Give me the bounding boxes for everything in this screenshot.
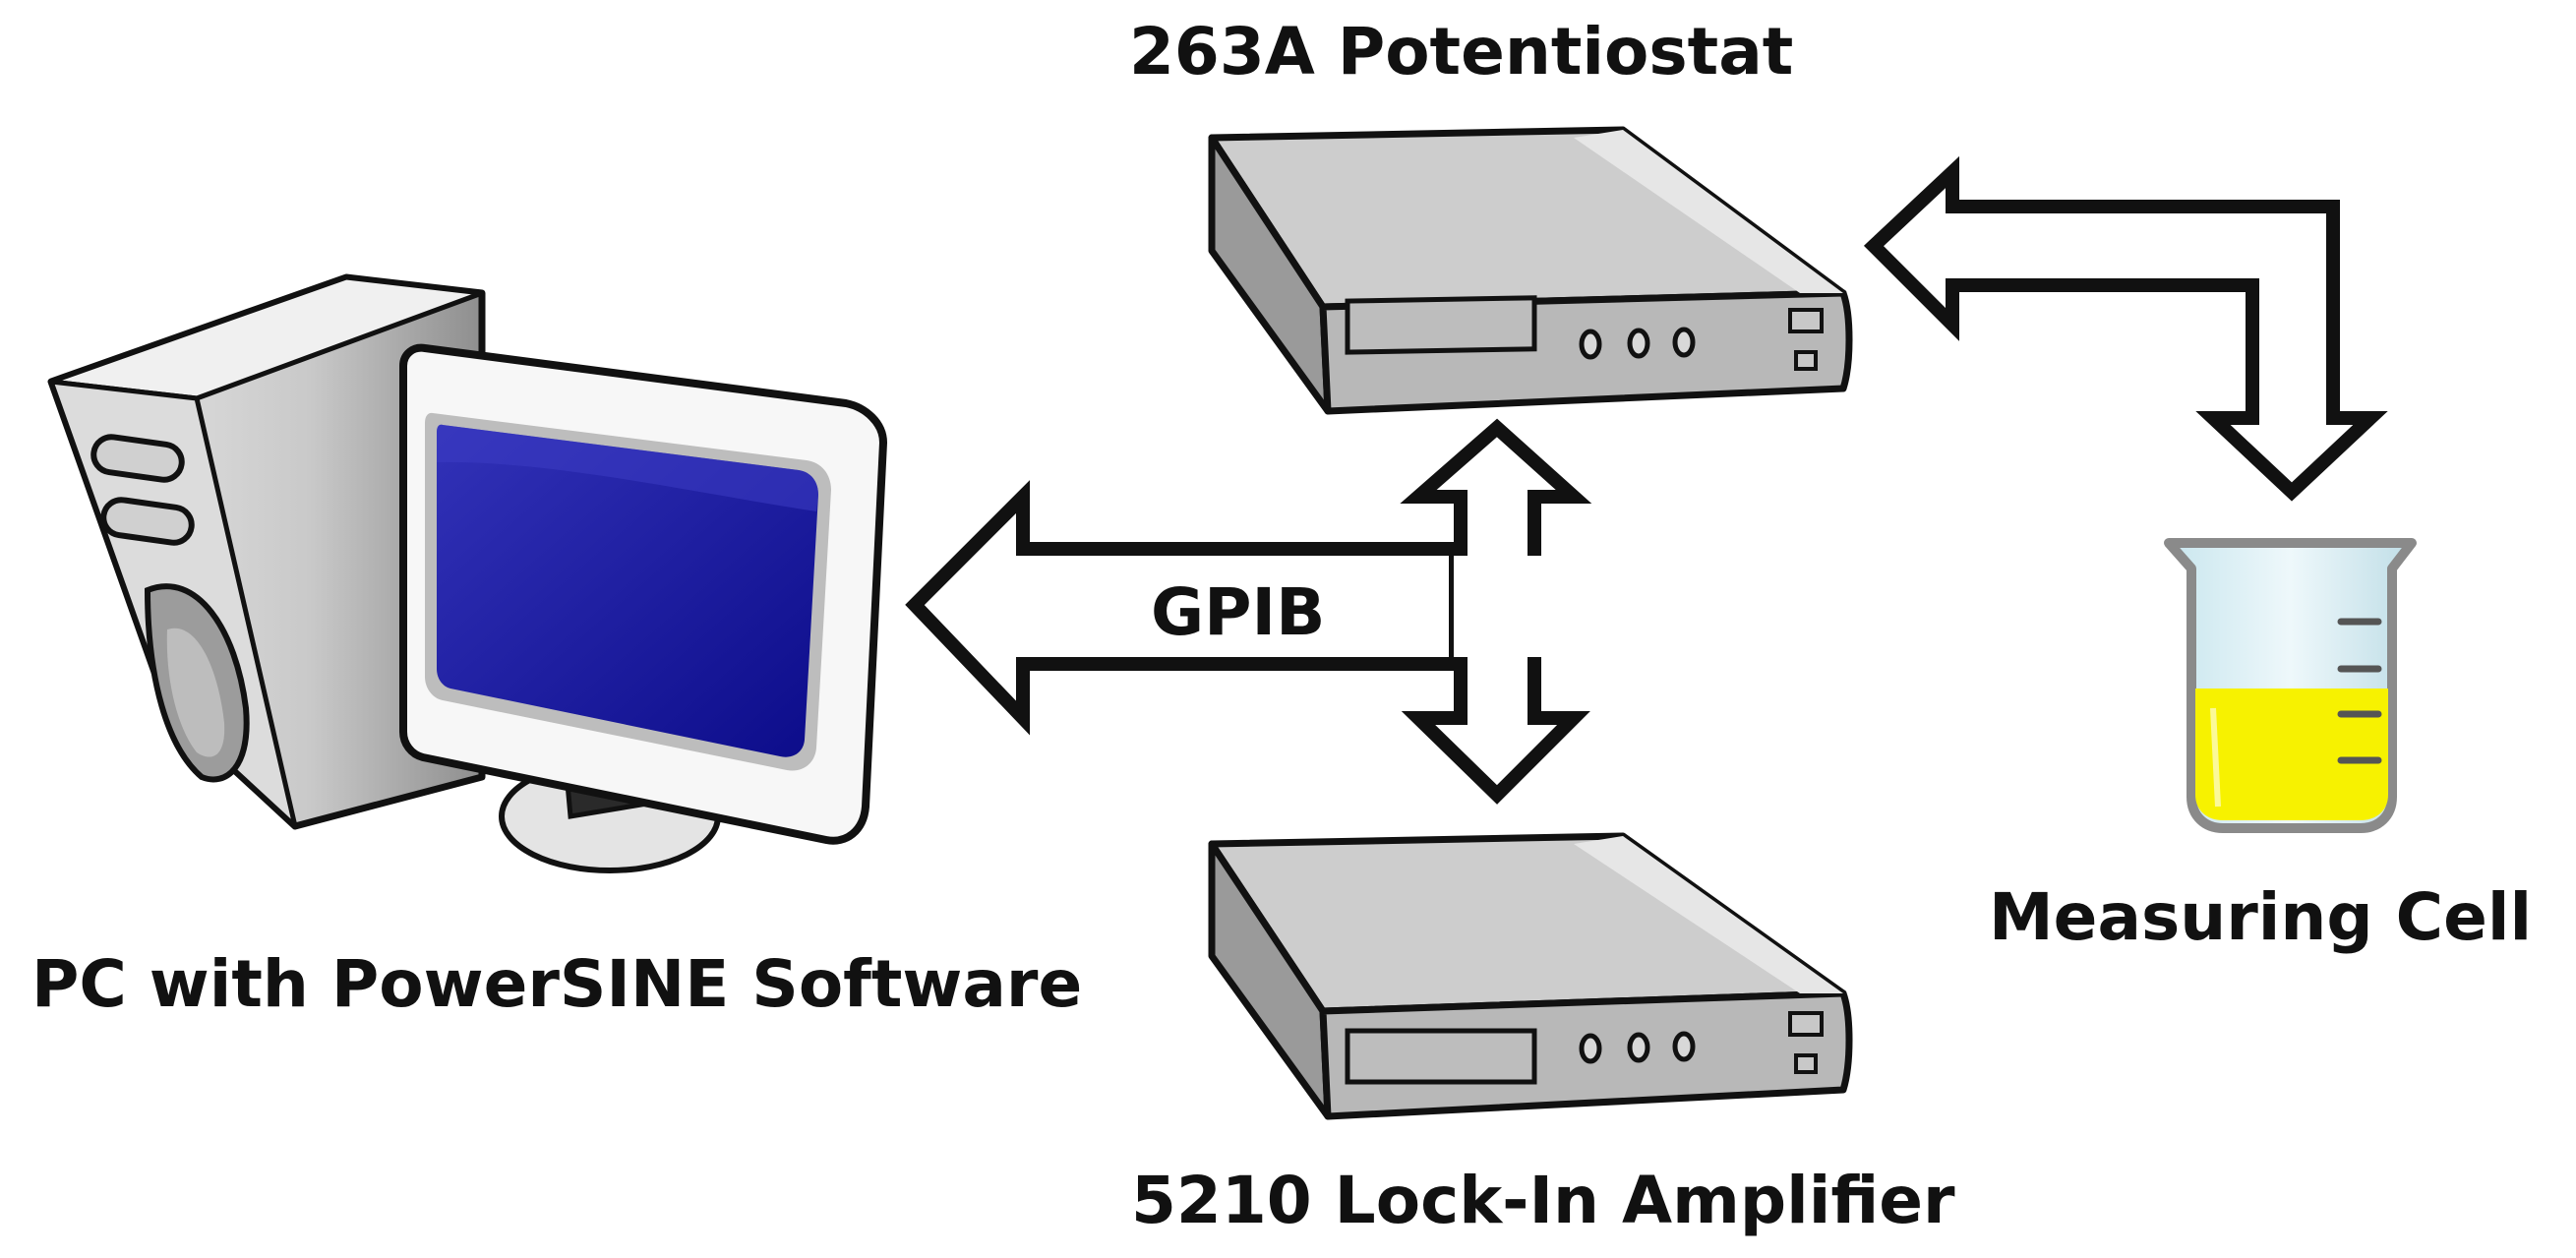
pc-label: PC with PowerSINE Software [31,946,1083,1022]
potentiostat-label: 263A Potentiostat [1129,14,1794,90]
cell-label: Measuring Cell [1989,879,2533,955]
cell-connection-arrow [1863,155,2388,502]
monitor [399,343,887,845]
potentiostat-device-icon [1208,126,1853,415]
monitor-screen [437,424,818,757]
lockin-label: 5210 Lock-In Amplifier [1131,1163,1955,1238]
computer-icon [47,273,887,873]
beaker-icon [2164,538,2417,833]
lockin-device-icon [1208,832,1853,1120]
gpib-label: GPIB [1151,574,1326,650]
gpib-arrow-to-pc [905,480,1463,736]
pc-tower [47,273,486,830]
